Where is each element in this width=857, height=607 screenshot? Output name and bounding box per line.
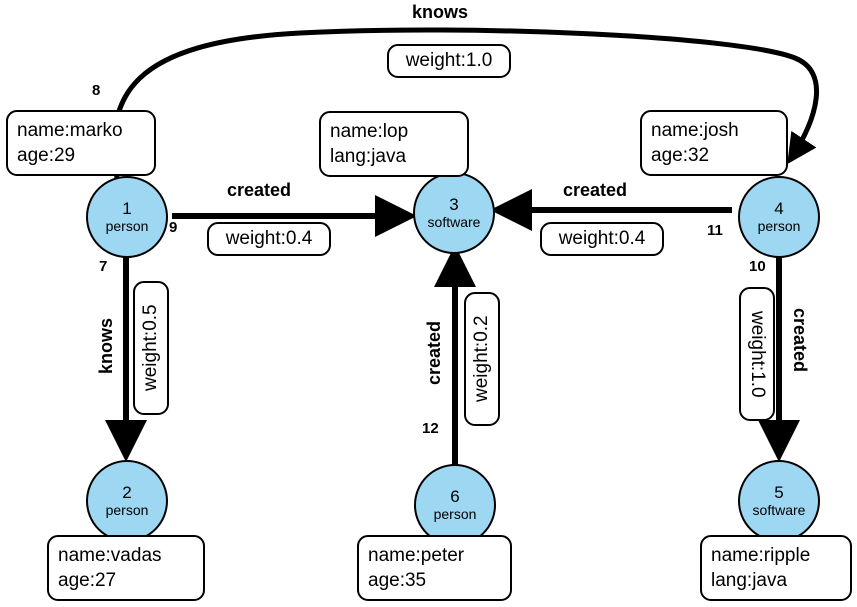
edge-label-11: created — [563, 180, 628, 200]
edge-weight-11: weight:0.4 — [540, 222, 664, 256]
property-box-vertex-6: name:peter age:35 — [357, 535, 512, 602]
property-line: lang:java — [330, 146, 407, 168]
edge-id-10: 10 — [749, 258, 766, 275]
edge-label-10: created — [790, 308, 810, 373]
vertex-id: 1 — [122, 199, 132, 219]
vertex-3[interactable]: 3 software — [413, 172, 495, 254]
property-box-vertex-3: name:lop lang:java — [319, 111, 469, 178]
property-line: name:lop — [330, 121, 409, 142]
vertex-5[interactable]: 5 software — [738, 460, 820, 542]
edge-path-8 — [111, 27, 820, 179]
edge-label-12: created — [424, 321, 444, 386]
property-line: name:josh — [651, 120, 739, 141]
property-line: age:32 — [651, 145, 710, 167]
property-box-vertex-4: name:josh age:32 — [640, 110, 788, 177]
edge-label-7: knows — [96, 318, 116, 375]
property-box-vertex-5: name:ripple lang:java — [700, 535, 852, 602]
vertex-label: person — [105, 218, 149, 235]
property-line: age:27 — [58, 570, 117, 592]
vertex-label: software — [752, 502, 806, 519]
edge-id-8: 8 — [92, 82, 101, 99]
edge-id-12: 12 — [422, 420, 439, 437]
vertex-2[interactable]: 2 person — [86, 460, 168, 542]
vertex-id: 3 — [449, 195, 459, 215]
edge-weight-8: weight:1.0 — [387, 44, 511, 78]
property-line: name:marko — [17, 120, 123, 141]
property-line: lang:java — [711, 570, 788, 592]
property-line: name:peter — [368, 545, 465, 566]
edge-label-8: knows — [412, 2, 469, 22]
edge-weight-10: weight:1.0 — [739, 287, 775, 421]
property-line: name:ripple — [711, 545, 811, 566]
vertex-label: software — [427, 214, 481, 231]
vertex-label: person — [757, 218, 801, 235]
property-box-vertex-1: name:marko age:29 — [6, 110, 156, 177]
edge-id-11: 11 — [707, 222, 723, 239]
vertex-id: 6 — [450, 487, 460, 507]
vertex-4[interactable]: 4 person — [738, 176, 820, 258]
vertex-id: 4 — [774, 199, 784, 219]
vertex-6[interactable]: 6 person — [414, 464, 496, 546]
edge-label-9: created — [227, 180, 292, 200]
property-box-vertex-2: name:vadas age:27 — [47, 535, 205, 602]
vertex-id: 5 — [774, 483, 784, 503]
vertex-label: person — [433, 506, 477, 523]
property-line: age:29 — [17, 145, 76, 167]
edge-id-7: 7 — [99, 258, 108, 275]
edge-weight-12: weight:0.2 — [464, 292, 500, 426]
vertex-id: 2 — [122, 483, 132, 503]
property-line: age:35 — [368, 570, 427, 592]
edge-weight-7: weight:0.5 — [133, 281, 169, 415]
edge-weight-9: weight:0.4 — [207, 222, 331, 256]
edge-id-9: 9 — [169, 219, 178, 236]
vertex-1[interactable]: 1 person — [86, 176, 168, 258]
vertex-label: person — [105, 502, 149, 519]
property-line: name:vadas — [58, 545, 162, 566]
